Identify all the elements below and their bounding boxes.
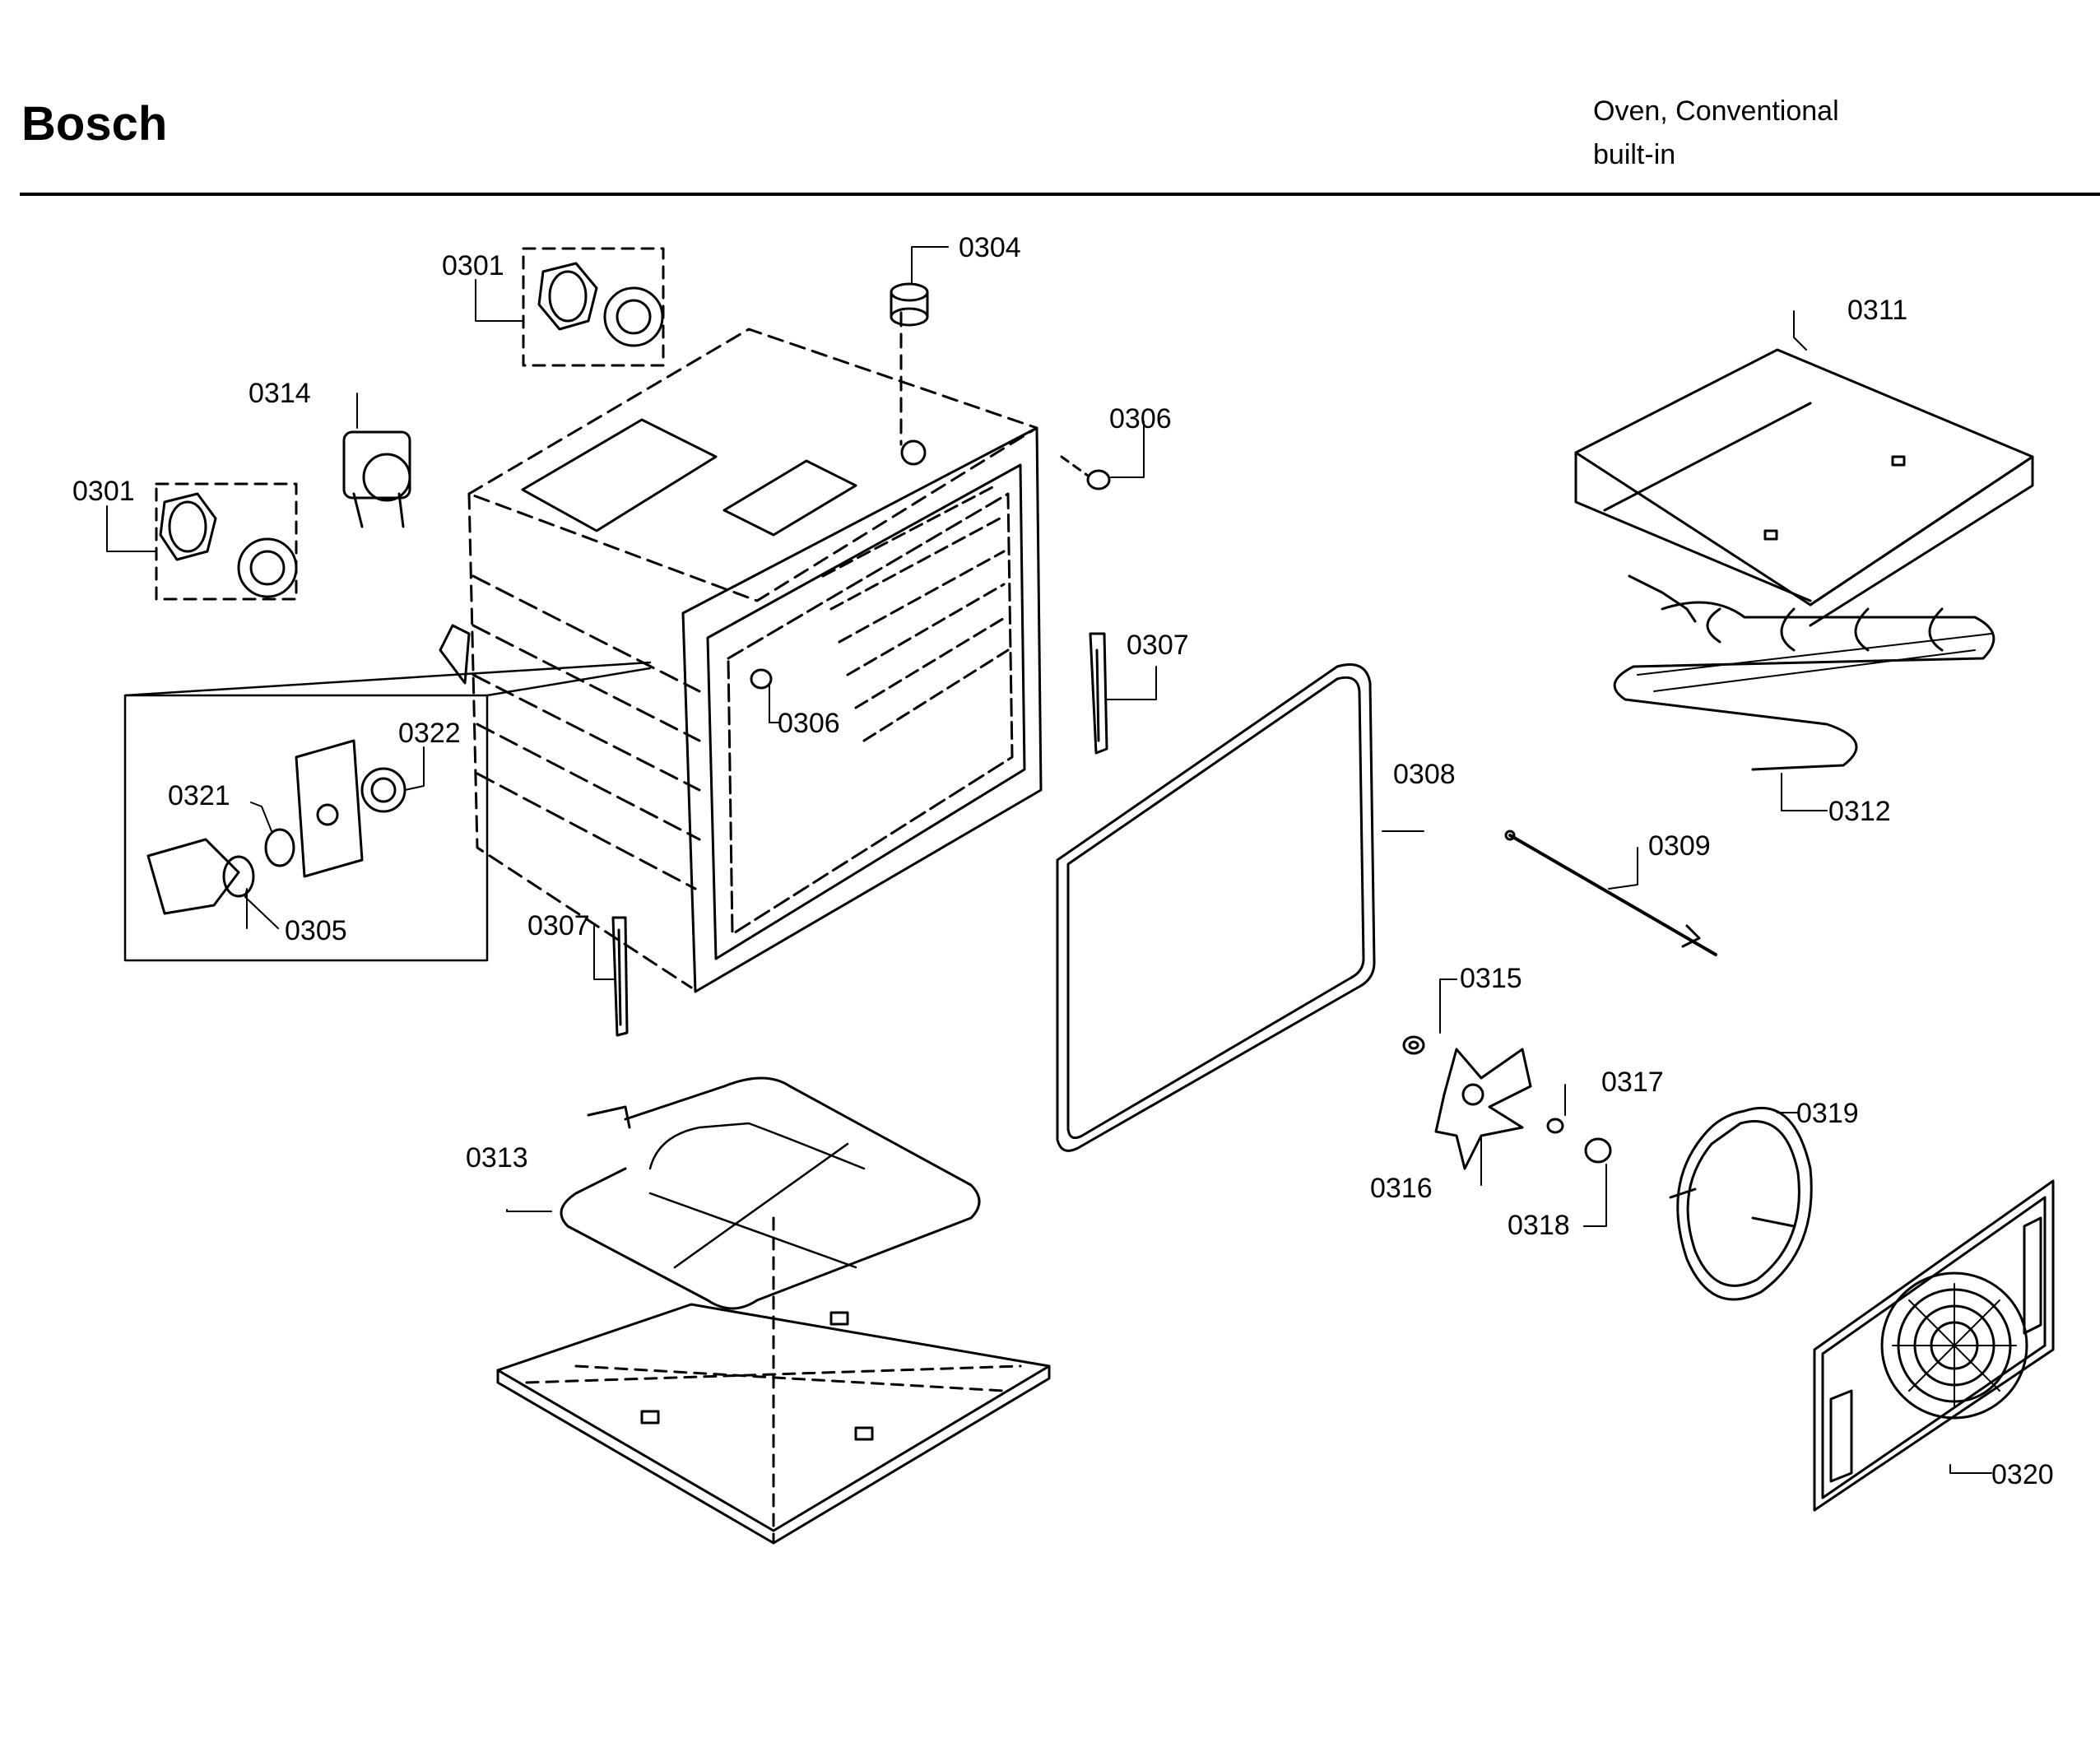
lamp-assembly-upper	[522, 247, 665, 367]
label-0319: 0319	[1796, 1098, 1859, 1129]
label-0307-right: 0307	[1127, 630, 1189, 661]
lamp-detail-inset	[123, 661, 652, 962]
leader-lines	[106, 246, 1992, 1474]
label-0313: 0313	[466, 1142, 528, 1174]
label-0312: 0312	[1828, 796, 1891, 827]
top-heater-shield	[1574, 348, 2034, 627]
label-0306-lower: 0306	[778, 708, 840, 739]
rack-support-left	[611, 916, 629, 1037]
label-0314: 0314	[249, 378, 311, 409]
label-0308: 0308	[1393, 759, 1456, 790]
convection-fan-blade	[1434, 1048, 1532, 1170]
label-0318: 0318	[1508, 1210, 1570, 1241]
rear-panel-fan-cover	[1813, 1179, 2055, 1512]
product-installation: built-in	[1593, 139, 1676, 170]
fan-washer	[1546, 1118, 1564, 1134]
label-0307-left: 0307	[527, 910, 590, 941]
vent-grommet	[890, 282, 929, 327]
label-0322: 0322	[398, 718, 461, 749]
door-gasket	[1056, 663, 1376, 1152]
label-0316: 0316	[1370, 1173, 1433, 1204]
label-0320: 0320	[1991, 1459, 2054, 1490]
oven-bottom-panel	[496, 1216, 1051, 1545]
brand-name: Bosch	[21, 97, 168, 151]
lamp-assembly-lower	[155, 482, 298, 601]
rack-stop-upper	[1060, 455, 1111, 490]
label-0306-upper: 0306	[1109, 403, 1172, 435]
label-0301-upper: 0301	[442, 250, 504, 281]
label-0321: 0321	[168, 780, 230, 811]
label-0304: 0304	[959, 232, 1021, 263]
temperature-sensor	[1504, 830, 1717, 956]
label-0305: 0305	[285, 915, 347, 946]
label-0315: 0315	[1460, 963, 1522, 994]
header-divider	[20, 193, 2100, 196]
rack-stop-lower	[750, 668, 773, 690]
part-labels: 0301 0301 0304 0306 0306 0307 0307 0308 …	[72, 232, 2054, 1490]
label-0301-lower: 0301	[72, 476, 135, 507]
label-0317: 0317	[1601, 1067, 1664, 1098]
product-type: Oven, Conventional	[1593, 95, 1839, 127]
label-0309: 0309	[1648, 830, 1711, 862]
rack-support-right	[1089, 632, 1108, 755]
convection-motor	[342, 430, 411, 528]
broil-element	[1613, 574, 1995, 771]
bake-element	[560, 1076, 981, 1310]
fan-nut	[1402, 1035, 1425, 1055]
label-0311: 0311	[1847, 295, 1907, 326]
convection-element	[1669, 1106, 1813, 1301]
fan-cap	[1584, 1137, 1612, 1164]
oven-cavity	[439, 311, 1043, 993]
